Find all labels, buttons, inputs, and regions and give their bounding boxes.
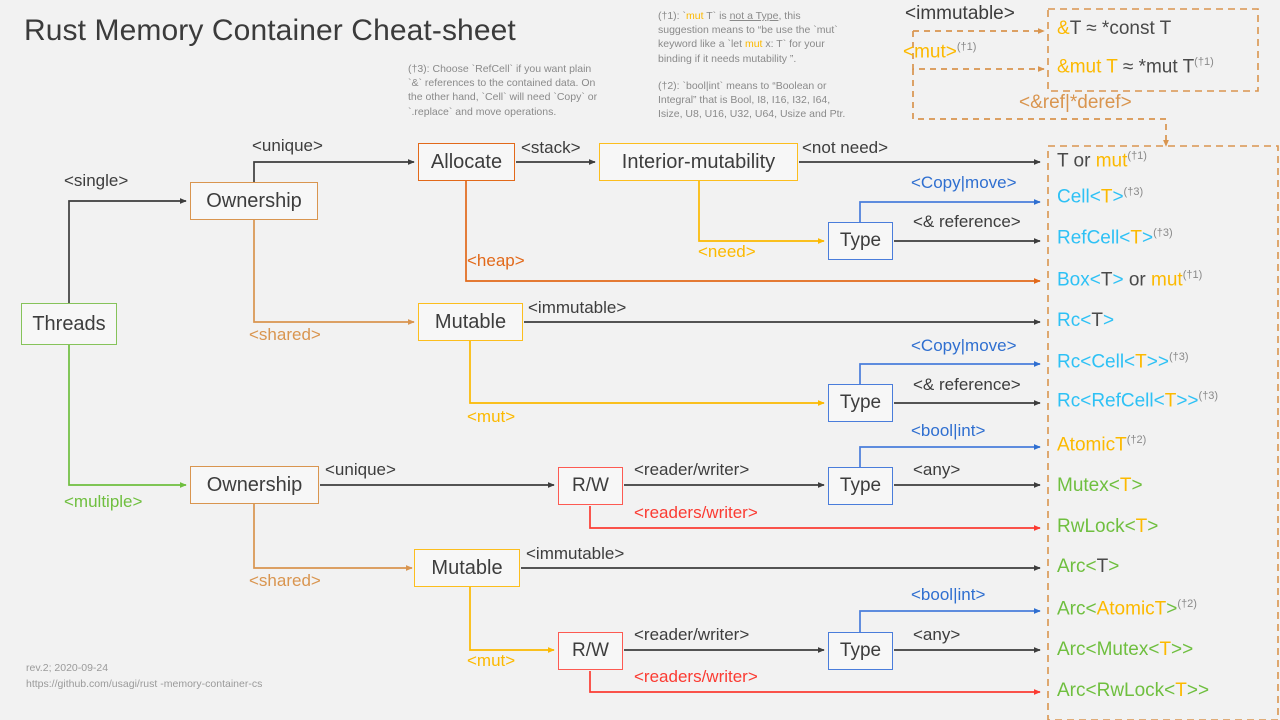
label-bool-int-2: <bool|int> (911, 585, 986, 604)
label-ref-deref: <&ref|*deref> (1019, 92, 1132, 113)
label-single: <single> (64, 171, 129, 190)
result-rwlock-t: RwLock<T> (1057, 516, 1159, 537)
result-t-or-mut: T or mut(†1) (1057, 150, 1147, 172)
label-mut-2: <mut> (467, 651, 516, 670)
label-need: <need> (698, 242, 756, 261)
label-stack: <stack> (521, 138, 581, 157)
result-rc-t: Rc<T> (1057, 310, 1115, 331)
label-multiple: <multiple> (64, 492, 143, 511)
node-threads[interactable]: Threads (21, 303, 117, 345)
label-mut-1: <mut> (467, 407, 516, 426)
label-reader-writer-2: <reader/writer> (634, 625, 750, 644)
label-readers-writer-1: <readers/writer> (634, 503, 758, 522)
node-ownership-multi[interactable]: Ownership (190, 466, 319, 504)
node-type-c[interactable]: Type (828, 467, 893, 505)
results-box (1047, 145, 1279, 720)
label-immutable-top: <immutable> (905, 3, 1015, 24)
label-bool-int-1: <bool|int> (911, 421, 986, 440)
result-rc-refcell-t: Rc<RefCell<T>>(†3) (1057, 390, 1219, 412)
node-allocate[interactable]: Allocate (418, 143, 515, 181)
node-type-b[interactable]: Type (828, 384, 893, 422)
label-copy-move-2: <Copy|move> (911, 336, 1017, 355)
label-unique-1: <unique> (252, 136, 323, 155)
label-reader-writer-1: <reader/writer> (634, 460, 750, 479)
label-reference-1: <& reference> (913, 212, 1021, 231)
result-atomic-t: AtomicT(†2) (1057, 434, 1147, 456)
node-rw-b[interactable]: R/W (558, 632, 623, 670)
result-arc-t: Arc<T> (1057, 556, 1120, 577)
node-ownership-single[interactable]: Ownership (190, 182, 318, 220)
ref-const-row: &T ≈ *const T (1057, 18, 1172, 39)
page-title: Rust Memory Container Cheat-sheet (24, 14, 516, 47)
node-type-d[interactable]: Type (828, 632, 893, 670)
label-not-need: <not need> (802, 138, 889, 157)
result-rc-cell-t: Rc<Cell<T>>(†3) (1057, 351, 1189, 373)
label-heap: <heap> (467, 251, 525, 270)
result-arc-mutex-t: Arc<Mutex<T>> (1057, 639, 1194, 660)
node-type-a[interactable]: Type (828, 222, 893, 260)
ref-mut-row: &mut T ≈ *mut T(†1) (1057, 56, 1214, 78)
ref-deref-box (1047, 8, 1259, 92)
label-immutable-1: <immutable> (528, 298, 627, 317)
result-arc-rwlock-t: Arc<RwLock<T>> (1057, 680, 1210, 701)
label-mut-top: <mut>(†1) (903, 41, 977, 63)
result-arc-atomic-t: Arc<AtomicT>(†2) (1057, 598, 1197, 620)
note-2: (†2): `bool|int` means to “Boolean or In… (658, 80, 846, 121)
label-copy-move-1: <Copy|move> (911, 173, 1017, 192)
label-readers-writer-2: <readers/writer> (634, 667, 758, 686)
node-interior-mutability[interactable]: Interior-mutability (599, 143, 798, 181)
result-refcell-t: RefCell<T>(†3) (1057, 227, 1173, 249)
result-cell-t: Cell<T>(†3) (1057, 186, 1144, 208)
label-shared-1: <shared> (249, 325, 321, 344)
label-any-1: <any> (913, 460, 961, 479)
note-3: (†3): Choose `RefCell` if you want plain… (408, 63, 598, 118)
label-shared-2: <shared> (249, 571, 321, 590)
node-mutable-single[interactable]: Mutable (418, 303, 523, 341)
label-any-2: <any> (913, 625, 961, 644)
label-immutable-2: <immutable> (526, 544, 625, 563)
note-1: (†1): `mut T` is not a Type, this sugges… (658, 10, 838, 65)
result-mutex-t: Mutex<T> (1057, 475, 1143, 496)
label-reference-2: <& reference> (913, 375, 1021, 394)
footer-credit: rev.2; 2020-09-24 https://github.com/usa… (26, 662, 263, 690)
result-box-t-or-mut: Box<T> or mut(†1) (1057, 269, 1203, 291)
node-mutable-multi[interactable]: Mutable (414, 549, 520, 587)
label-unique-2: <unique> (325, 460, 396, 479)
node-rw-a[interactable]: R/W (558, 467, 623, 505)
